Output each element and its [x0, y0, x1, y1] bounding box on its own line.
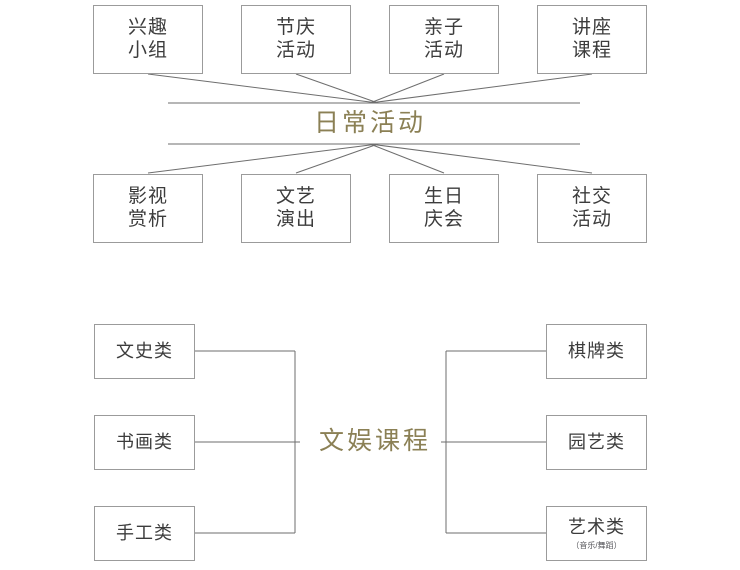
node-label-sublabel: （音乐/舞蹈）	[571, 540, 622, 550]
node-courses-left-1[interactable]: 文史类	[94, 324, 195, 379]
node-courses-right-3[interactable]: 艺术类 （音乐/舞蹈）	[546, 506, 647, 561]
node-label-line1: 兴趣	[127, 17, 168, 39]
node-label-line2: 演出	[275, 208, 316, 230]
node-daily-top-4[interactable]: 讲座 课程	[537, 5, 647, 74]
node-label-line1: 节庆	[275, 17, 316, 39]
node-label-line2: 小组	[127, 39, 168, 61]
node-courses-left-2[interactable]: 书画类	[94, 415, 195, 470]
node-label-line2: 活动	[275, 39, 316, 61]
connector-daily-top	[147, 73, 593, 104]
node-label-line1: 艺术类	[568, 516, 625, 537]
node-label-line1: 棋牌类	[568, 340, 625, 361]
hub-label-entertainment-courses: 文娱课程	[318, 427, 431, 455]
node-daily-top-1[interactable]: 兴趣 小组	[93, 5, 203, 74]
node-label-line1: 影视	[127, 186, 168, 208]
node-courses-left-3[interactable]: 手工类	[94, 506, 195, 561]
node-label-line2: 活动	[423, 39, 464, 61]
node-label-line1: 文艺	[275, 186, 316, 208]
node-courses-right-1[interactable]: 棋牌类	[546, 324, 647, 379]
node-label-line1: 手工类	[116, 522, 173, 543]
node-daily-top-2[interactable]: 节庆 活动	[241, 5, 351, 74]
node-label-line1: 亲子	[423, 17, 464, 39]
node-daily-bottom-4[interactable]: 社交 活动	[537, 174, 647, 243]
node-label-line1: 社交	[571, 186, 612, 208]
node-label-line2: 庆会	[423, 208, 464, 230]
node-label-line1: 讲座	[571, 17, 612, 39]
node-daily-bottom-1[interactable]: 影视 赏析	[93, 174, 203, 243]
node-daily-bottom-2[interactable]: 文艺 演出	[241, 174, 351, 243]
node-daily-bottom-3[interactable]: 生日 庆会	[389, 174, 499, 243]
connector-daily-bottom	[147, 143, 593, 174]
node-label-line1: 书画类	[116, 431, 173, 452]
node-label-line1: 生日	[423, 186, 464, 208]
node-label-line2: 活动	[571, 208, 612, 230]
connector-courses-left	[195, 350, 300, 534]
node-label-line1: 文史类	[116, 340, 173, 361]
node-courses-right-2[interactable]: 园艺类	[546, 415, 647, 470]
hub-label-daily-activities: 日常活动	[313, 109, 426, 137]
node-label-line2: 赏析	[127, 208, 168, 230]
node-label-line2: 课程	[571, 39, 612, 61]
connector-courses-right	[441, 350, 546, 534]
node-daily-top-3[interactable]: 亲子 活动	[389, 5, 499, 74]
node-label-line1: 园艺类	[568, 431, 625, 452]
